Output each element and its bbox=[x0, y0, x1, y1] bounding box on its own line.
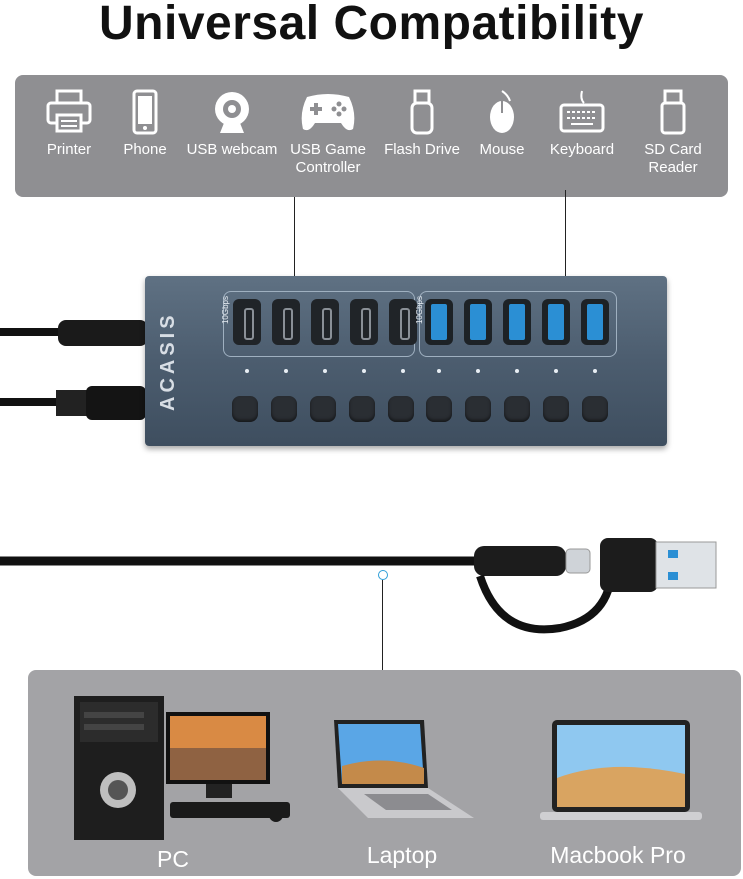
usb-c-speed-label: 10Gbps bbox=[221, 296, 230, 325]
connector-line bbox=[565, 190, 566, 280]
macbook-pro-icon bbox=[540, 720, 702, 820]
connector-line bbox=[294, 197, 295, 279]
device-label: Printer bbox=[46, 141, 92, 158]
usb-c-port[interactable] bbox=[389, 299, 417, 345]
hub-input-cables bbox=[0, 320, 148, 420]
port-power-button[interactable] bbox=[465, 396, 491, 422]
connector-line bbox=[382, 580, 383, 670]
device-label: Flash Drive bbox=[384, 141, 460, 158]
phone-icon bbox=[132, 89, 158, 135]
laptop-icon bbox=[334, 720, 474, 818]
port-power-button[interactable] bbox=[543, 396, 569, 422]
usb-a-port[interactable] bbox=[464, 299, 492, 345]
usb-a-port[interactable] bbox=[581, 299, 609, 345]
device-label: USB webcam bbox=[186, 141, 278, 158]
page-title: Universal Compatibility bbox=[99, 0, 644, 50]
device-keyboard: Keyboard bbox=[537, 89, 627, 159]
device-mouse: Mouse bbox=[457, 89, 547, 159]
usb-c-port[interactable] bbox=[233, 299, 261, 345]
port-led bbox=[593, 369, 597, 373]
device-label: SD Card Reader bbox=[644, 141, 702, 176]
port-led bbox=[284, 369, 288, 373]
usb-c-port[interactable] bbox=[350, 299, 378, 345]
computer-panel: PC Laptop Macbook Pro bbox=[28, 670, 741, 876]
macbook-pro-label: Macbook Pro bbox=[550, 842, 686, 868]
pc-label: PC bbox=[157, 846, 189, 872]
port-power-button[interactable] bbox=[271, 396, 297, 422]
device-panel: Printer Phone USB webcam USB Game Contro… bbox=[15, 75, 728, 197]
device-label: Phone bbox=[123, 141, 167, 158]
host-cable bbox=[0, 538, 717, 634]
usb-a-port[interactable] bbox=[425, 299, 453, 345]
cable-indicator-dot bbox=[378, 570, 388, 580]
device-phone: Phone bbox=[100, 89, 190, 159]
device-flash-drive: Flash Drive bbox=[377, 89, 467, 159]
port-led bbox=[245, 369, 249, 373]
mouse-icon bbox=[490, 90, 514, 133]
port-power-button[interactable] bbox=[504, 396, 530, 422]
webcam-icon bbox=[215, 92, 249, 133]
usb-a-port[interactable] bbox=[542, 299, 570, 345]
keyboard-icon bbox=[559, 90, 605, 133]
port-power-button[interactable] bbox=[232, 396, 258, 422]
port-led bbox=[362, 369, 366, 373]
port-power-button[interactable] bbox=[582, 396, 608, 422]
usb-a-port-group bbox=[419, 291, 617, 357]
port-power-button[interactable] bbox=[388, 396, 414, 422]
usb-c-port[interactable] bbox=[311, 299, 339, 345]
usb-hub: ACASIS 10Gbps 10Gbps bbox=[145, 276, 667, 446]
port-led bbox=[554, 369, 558, 373]
gamepad-icon bbox=[301, 94, 355, 131]
port-power-button[interactable] bbox=[349, 396, 375, 422]
port-led bbox=[476, 369, 480, 373]
flash-drive-icon bbox=[410, 89, 434, 135]
pc-icon bbox=[74, 696, 290, 840]
port-led bbox=[323, 369, 327, 373]
port-power-button[interactable] bbox=[426, 396, 452, 422]
device-printer: Printer bbox=[24, 89, 114, 159]
port-power-button[interactable] bbox=[310, 396, 336, 422]
printer-icon bbox=[46, 89, 92, 133]
sd-card-reader-icon bbox=[660, 89, 686, 135]
device-webcam: USB webcam bbox=[185, 89, 279, 159]
hub-brand-logo: ACASIS bbox=[157, 311, 179, 411]
device-game-controller: USB Game Controller bbox=[285, 89, 371, 177]
usb-a-port[interactable] bbox=[503, 299, 531, 345]
usb-c-port[interactable] bbox=[272, 299, 300, 345]
laptop-label: Laptop bbox=[366, 842, 438, 868]
device-sd-card-reader: SD Card Reader bbox=[627, 89, 719, 177]
device-label: Mouse bbox=[479, 141, 525, 158]
port-led bbox=[401, 369, 405, 373]
device-label: Keyboard bbox=[549, 141, 615, 158]
port-led bbox=[437, 369, 441, 373]
port-led bbox=[515, 369, 519, 373]
device-label: USB Game Controller bbox=[290, 141, 366, 176]
